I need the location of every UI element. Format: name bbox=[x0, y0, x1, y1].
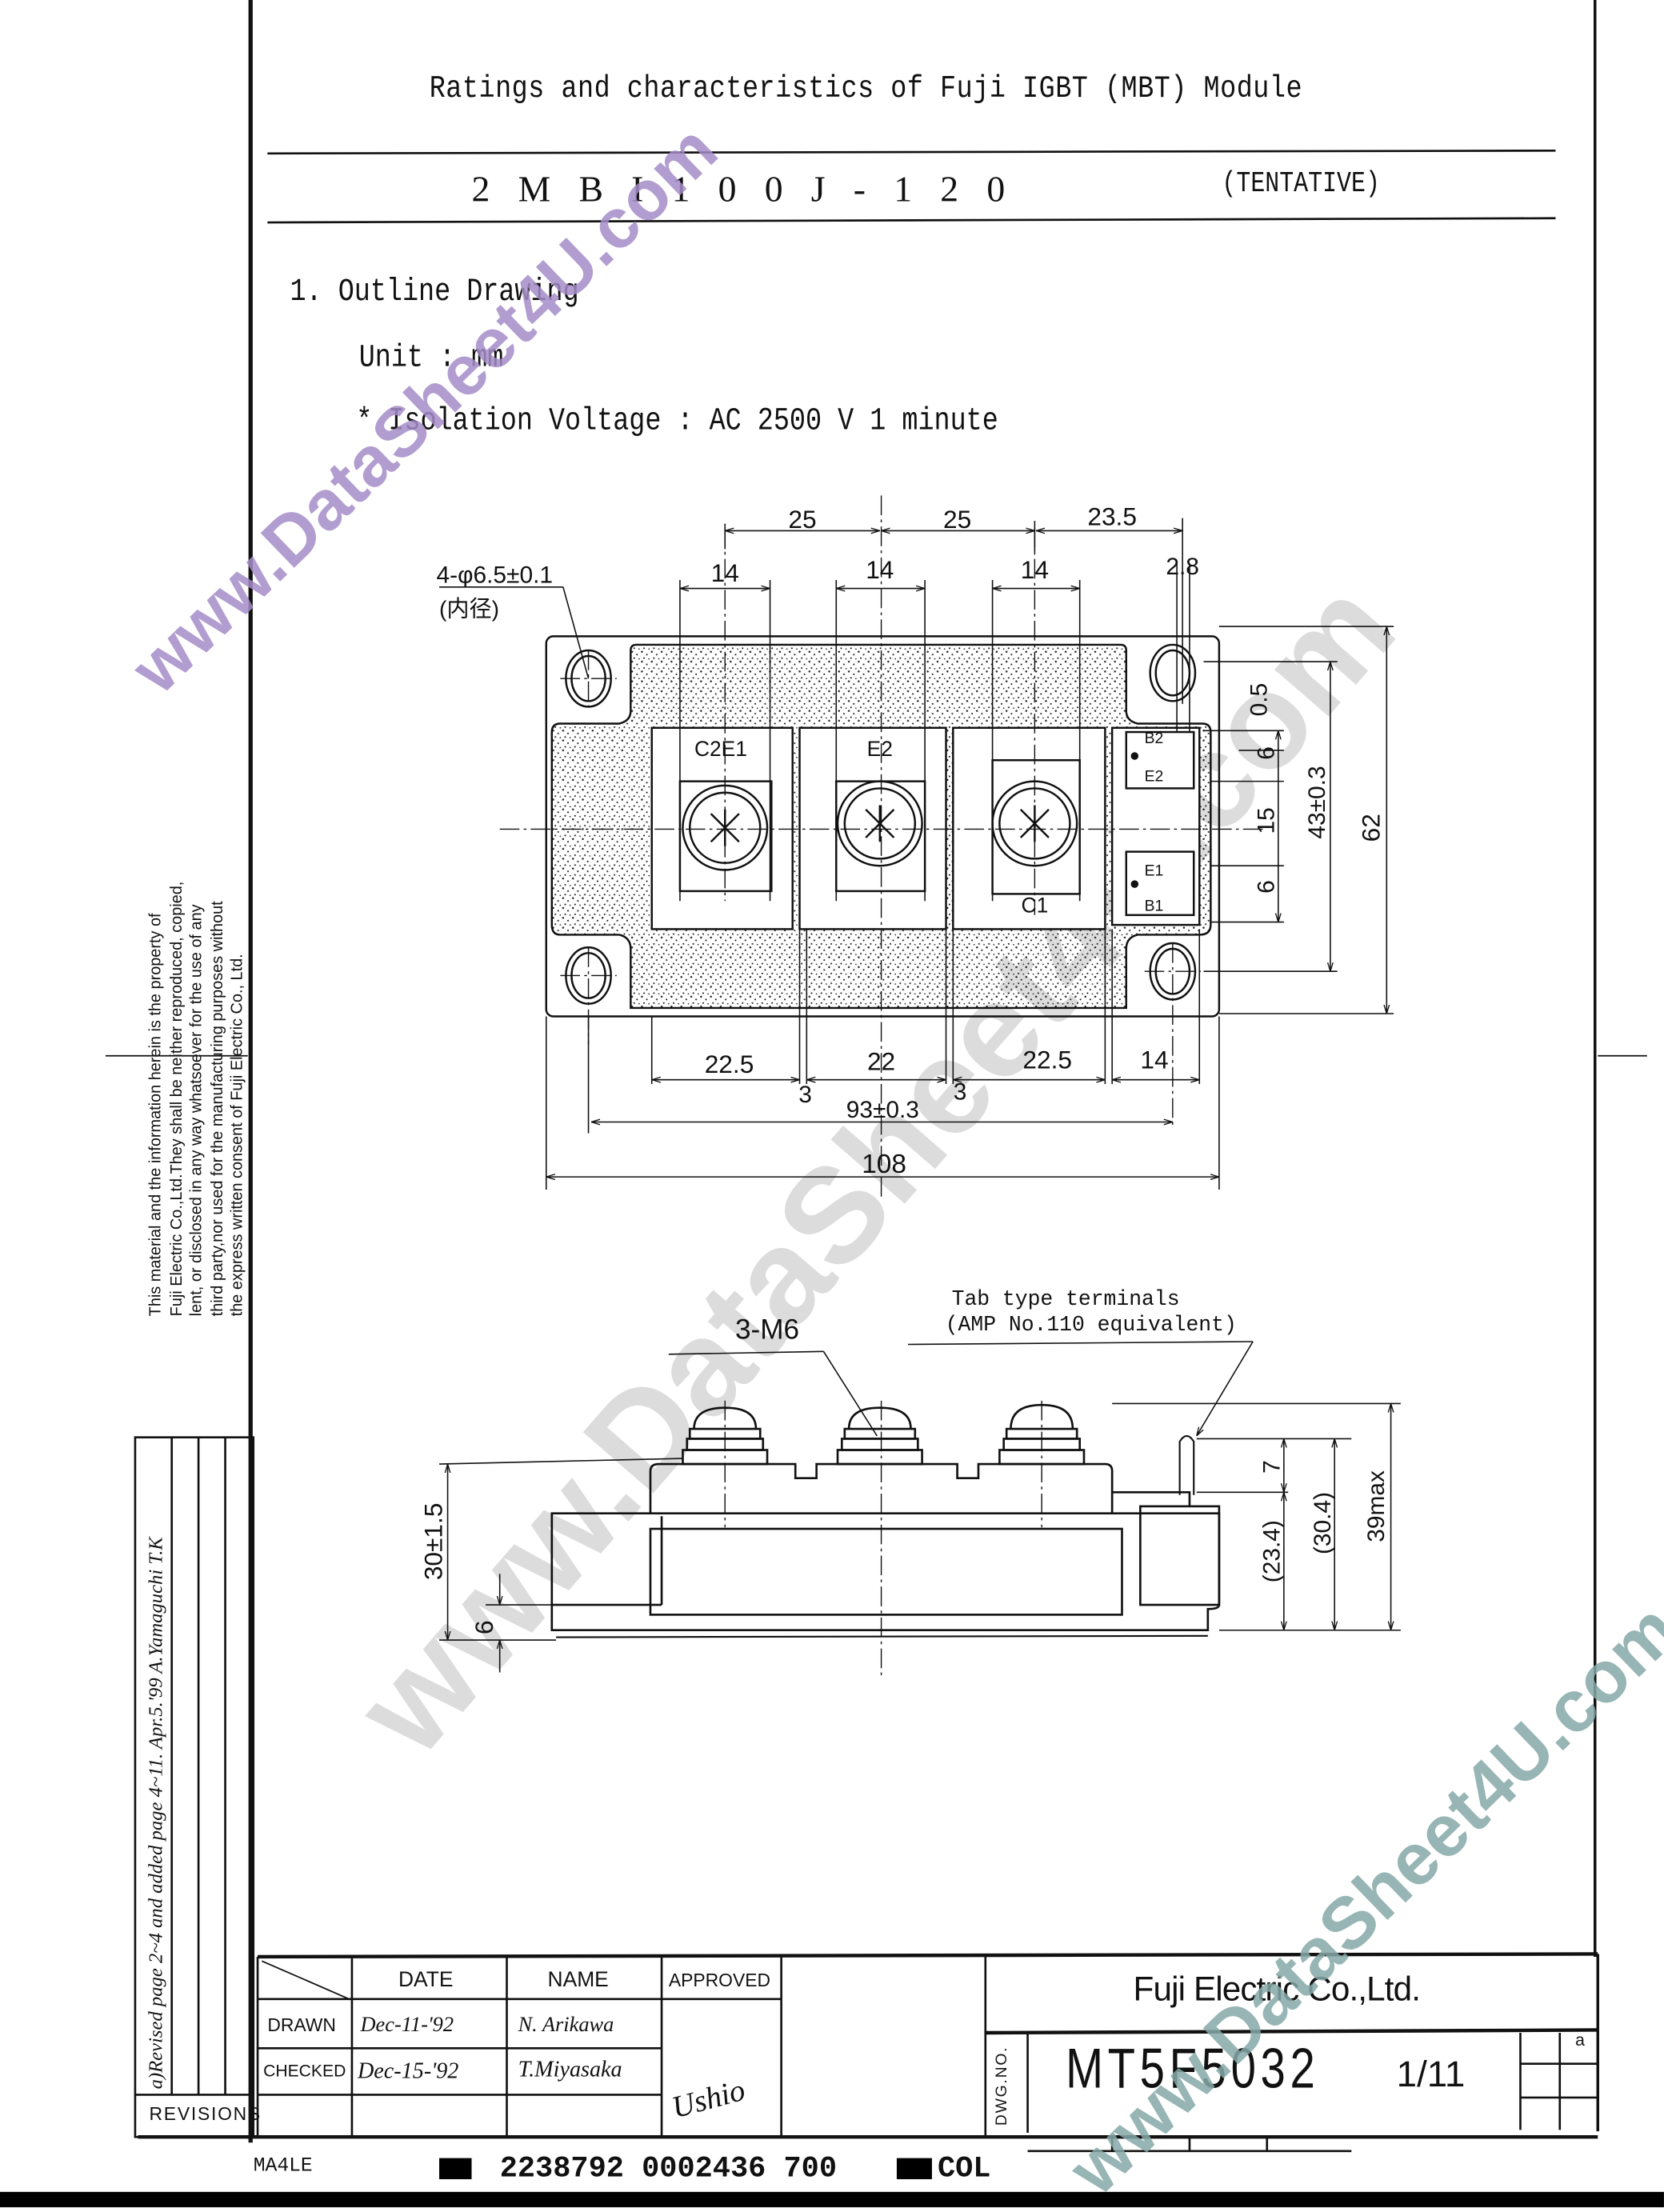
top-view-labels: C2E1 E2 C1 B2 E2 E1 B1 4-φ6.5±0.1 (内径) 2… bbox=[437, 502, 1386, 1178]
dim-bottom-1: 22.5 bbox=[705, 1050, 754, 1078]
dim-pitch-3: 23.5 bbox=[1087, 502, 1137, 530]
dim-total-height: 62 bbox=[1357, 814, 1386, 842]
dim-width-2: 14 bbox=[866, 555, 894, 584]
notice-line: lent, or disclosed in any way whatsoever… bbox=[188, 904, 206, 1317]
revisions-label: REVISIONS bbox=[149, 2102, 262, 2125]
barcode-block-right bbox=[896, 2158, 932, 2180]
company-name: Fuji Electric Co.,Ltd. bbox=[1133, 1970, 1421, 2010]
notice-line: This material and the information herein… bbox=[147, 913, 165, 1317]
revision-entry: a)Revised page 2~4 and added page 4~11. … bbox=[146, 1537, 168, 2090]
isolation-note: * Isolation Voltage : AC 2500 V 1 minute bbox=[356, 402, 998, 440]
checked-name: T.Miyasaka bbox=[518, 2058, 622, 2082]
top-view-drawing bbox=[439, 495, 1394, 1200]
hole-note: 4-φ6.5±0.1 bbox=[437, 562, 554, 589]
dim-base: 6 bbox=[470, 1620, 498, 1634]
document-title: Ratings and characteristics of Fuji IGBT… bbox=[429, 70, 1303, 107]
side-view-labels: 3-M6 Tab type terminals (AMP No.110 equi… bbox=[419, 1287, 1390, 1634]
dim-bottom-3: 22.5 bbox=[1022, 1046, 1072, 1074]
terminal-label-e2-aux: E2 bbox=[1145, 768, 1164, 786]
dim-gap-1: 3 bbox=[798, 1082, 812, 1108]
dim-right-15: 15 bbox=[1254, 807, 1280, 834]
checked-date: Dec-15-'92 bbox=[357, 2059, 459, 2084]
revisions-box bbox=[134, 1436, 255, 2138]
dim-tab: 7 bbox=[1259, 1460, 1286, 1474]
dim-bottom-2: 22 bbox=[867, 1046, 895, 1075]
dim-pitch-2: 25 bbox=[943, 505, 971, 534]
notice-line: third party,nor used for the manufacturi… bbox=[209, 901, 226, 1317]
dim-right-6a: 6 bbox=[1254, 746, 1280, 760]
footer-col: COL bbox=[937, 2154, 991, 2186]
screw-terminal-e2 bbox=[836, 780, 923, 867]
title-block-grid bbox=[256, 1952, 1600, 2180]
dim-bottom-4: 14 bbox=[1140, 1046, 1168, 1074]
part-number: 2MBI100J-120 bbox=[471, 169, 1034, 210]
barcode-number: 2238792 0002436 700 bbox=[499, 2154, 838, 2186]
hole-note-sub: (内径) bbox=[439, 597, 499, 622]
dim-mount-pitch: 93±0.3 bbox=[846, 1097, 919, 1123]
copyright-notice: This material and the information herein… bbox=[146, 882, 249, 1317]
screw-cap-2 bbox=[836, 1406, 923, 1466]
barcode-block-left bbox=[439, 2158, 472, 2180]
terminal-label-c1: C1 bbox=[1022, 893, 1049, 917]
unit-note: Unit : mm bbox=[358, 338, 504, 377]
drawing-number: MT5F5032 bbox=[1066, 2038, 1320, 2101]
screw-note: 3-M6 bbox=[735, 1314, 799, 1345]
tab-note-1: Tab type terminals bbox=[952, 1287, 1180, 1311]
side-view-drawing bbox=[439, 1341, 1401, 1676]
dim-tab-width: 2.8 bbox=[1166, 554, 1199, 580]
terminal-label-b2: B2 bbox=[1145, 730, 1164, 747]
dwg-label: DWG.NO. bbox=[994, 2046, 1011, 2126]
notice-line: the express written consent of Fuji Elec… bbox=[229, 954, 246, 1317]
row-drawn: DRAWN bbox=[267, 2014, 336, 2036]
sheet-number: 1/11 bbox=[1396, 2052, 1466, 2095]
col-date: DATE bbox=[398, 1968, 454, 1992]
dim-screw-height: (30.4) bbox=[1310, 1492, 1336, 1554]
dim-gap-2: 3 bbox=[954, 1078, 967, 1105]
dim-body-height: 30±1.5 bbox=[419, 1503, 448, 1581]
col-approved: APPROVED bbox=[668, 1969, 770, 1991]
footer-code: MA4LE bbox=[253, 2155, 313, 2178]
tab-terminal bbox=[1178, 1434, 1195, 1495]
row-checked: CHECKED bbox=[263, 2061, 346, 2081]
notice-line: Fuji Electric Co.,Ltd.They shall be neit… bbox=[168, 881, 186, 1317]
terminal-label-e2: E2 bbox=[867, 737, 893, 761]
dim-width-3: 14 bbox=[1021, 555, 1049, 584]
dim-max-height: 39max bbox=[1363, 1470, 1390, 1542]
drawn-date: Dec-11-'92 bbox=[360, 2014, 454, 2038]
terminal-label-b1: B1 bbox=[1145, 898, 1164, 915]
dim-pitch-1: 25 bbox=[788, 505, 816, 534]
dim-right-6b: 6 bbox=[1254, 880, 1280, 894]
terminal-label-e1: E1 bbox=[1145, 862, 1164, 880]
revision-mark: a bbox=[1575, 2030, 1585, 2050]
drawn-name: N. Arikawa bbox=[518, 2014, 614, 2038]
status-label: (TENTATIVE) bbox=[1222, 169, 1380, 202]
col-name: NAME bbox=[547, 1968, 609, 1992]
terminal-label-c2e1: C2E1 bbox=[694, 737, 747, 761]
dim-right-05: 0.5 bbox=[1246, 683, 1273, 717]
dim-total-width: 108 bbox=[862, 1150, 906, 1179]
dim-tab-height: (23.4) bbox=[1259, 1520, 1286, 1582]
dim-mount-height: 43±0.3 bbox=[1304, 766, 1330, 838]
dim-width-1: 14 bbox=[711, 558, 739, 587]
section-heading: 1. Outline Drawing bbox=[290, 273, 579, 310]
tab-note-2: (AMP No.110 equivalent) bbox=[946, 1313, 1237, 1337]
